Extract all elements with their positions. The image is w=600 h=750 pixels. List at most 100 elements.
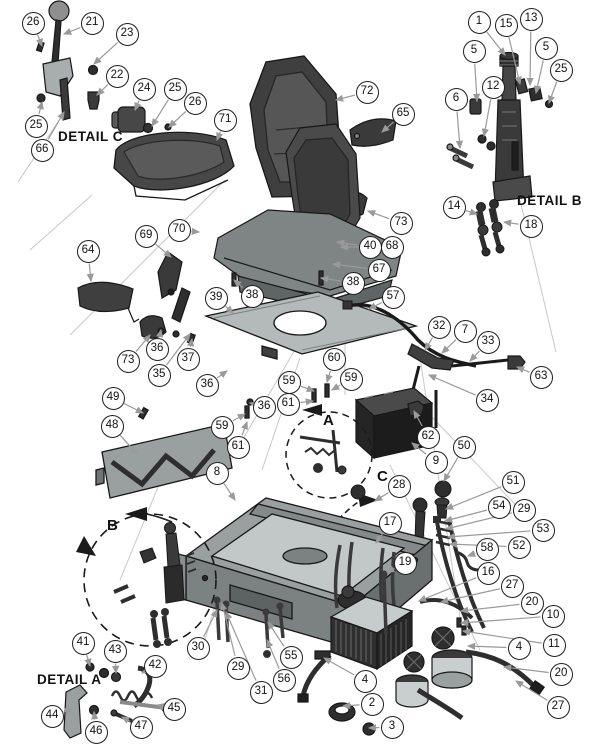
callout-balloon-59: 59 <box>210 415 234 439</box>
callout-balloon-44: 44 <box>40 704 64 728</box>
leader-line-47 <box>120 716 131 724</box>
callout-balloon-41: 41 <box>71 631 95 655</box>
leader-line-62 <box>413 409 423 427</box>
loose-bolts <box>213 570 388 658</box>
callout-balloon-1: 1 <box>467 10 491 34</box>
callout-balloon-51: 51 <box>501 470 525 494</box>
view-b-label: B <box>107 517 118 534</box>
leader-line-63 <box>515 366 530 374</box>
callout-balloon-70: 70 <box>167 218 191 242</box>
view-b-region <box>76 507 217 648</box>
callout-balloon-20: 20 <box>549 662 573 686</box>
callout-balloon-16: 16 <box>476 561 500 585</box>
callout-balloon-26: 26 <box>183 91 207 115</box>
leader-line-44 <box>63 707 74 715</box>
leader-line-34 <box>427 374 476 396</box>
leader-line-55 <box>267 620 285 647</box>
leader-line-20 <box>459 603 520 614</box>
callout-balloon-7: 7 <box>453 319 477 343</box>
callout-balloon-48: 48 <box>100 414 124 438</box>
leader-line-13 <box>526 31 534 87</box>
leader-line-42 <box>140 666 151 674</box>
callout-balloon-65: 65 <box>391 102 415 126</box>
leader-line-36 <box>216 370 228 379</box>
callout-balloon-3: 3 <box>380 715 404 739</box>
leader-line-1 <box>486 31 506 56</box>
callout-balloon-29: 29 <box>226 656 250 680</box>
leader-line-39 <box>224 305 234 314</box>
leader-line-27 <box>439 588 500 604</box>
callout-balloon-11: 11 <box>542 633 566 657</box>
leader-line-25 <box>548 81 558 105</box>
callout-balloon-9: 9 <box>424 450 448 474</box>
callout-balloon-15: 15 <box>494 13 518 37</box>
detail-a-label: DETAIL A <box>37 672 102 687</box>
leader-line-37 <box>187 337 195 347</box>
callout-balloon-54: 54 <box>487 495 511 519</box>
leader-line-57 <box>367 302 383 310</box>
leader-line-58 <box>466 550 477 557</box>
leader-line-65 <box>381 121 394 133</box>
leader-line-2 <box>341 701 360 710</box>
callout-balloon-68: 68 <box>380 235 404 259</box>
leader-line-59 <box>232 413 247 422</box>
callout-balloon-5: 5 <box>462 39 486 63</box>
callout-balloon-24: 24 <box>132 77 156 101</box>
callout-balloon-17: 17 <box>378 511 402 535</box>
callout-balloon-40: 40 <box>358 235 382 259</box>
leader-line-8 <box>223 483 236 501</box>
callout-balloon-55: 55 <box>279 645 303 669</box>
leader-line-25 <box>151 99 169 128</box>
leader-line-21 <box>62 27 81 35</box>
leader-line-61 <box>300 398 315 406</box>
callout-balloon-4: 4 <box>507 636 531 660</box>
leader-line-11 <box>461 628 542 644</box>
leader-line-6 <box>455 111 464 150</box>
callout-balloon-8: 8 <box>205 461 229 485</box>
callout-balloon-45: 45 <box>162 697 186 721</box>
leader-line-9 <box>411 442 427 455</box>
callout-balloon-46: 46 <box>84 720 108 744</box>
seat-cushion <box>113 131 235 201</box>
callout-balloon-59: 59 <box>277 370 301 394</box>
callout-balloon-66: 66 <box>30 138 54 162</box>
leader-line-4 <box>322 657 355 676</box>
leader-line-51 <box>444 486 502 510</box>
leader-line-73 <box>366 210 390 220</box>
leader-line-40 <box>335 239 358 247</box>
detail-b-label: DETAIL B <box>517 193 583 208</box>
callout-balloon-33: 33 <box>476 330 500 354</box>
leader-line-17 <box>375 532 384 544</box>
callout-balloon-47: 47 <box>129 715 153 739</box>
suspension-column <box>446 51 554 202</box>
air-system <box>297 598 546 736</box>
leader-line-20 <box>502 664 549 674</box>
leader-line-70 <box>191 227 201 235</box>
callout-balloon-34: 34 <box>475 388 499 412</box>
callout-balloon-67: 67 <box>367 258 391 282</box>
leader-line-19 <box>385 565 396 573</box>
leader-line-46 <box>91 710 99 720</box>
callout-balloon-71: 71 <box>213 108 237 132</box>
callout-balloon-58: 58 <box>475 537 499 561</box>
leader-line-69 <box>155 243 172 258</box>
callout-balloon-52: 52 <box>507 535 531 559</box>
spring-stack <box>412 480 480 572</box>
leader-line-64 <box>86 263 94 283</box>
callout-balloon-27: 27 <box>500 574 524 598</box>
leader-line-56 <box>266 638 280 669</box>
view-a-label: A <box>323 412 334 429</box>
leader-line-18 <box>502 219 519 227</box>
callout-balloon-25: 25 <box>163 77 187 101</box>
callout-balloon-26: 26 <box>21 11 45 35</box>
leader-line-26 <box>36 34 43 48</box>
callout-balloon-31: 31 <box>249 680 273 704</box>
callout-balloon-14: 14 <box>442 195 466 219</box>
leader-line-53 <box>446 530 531 541</box>
leader-line-23 <box>93 41 119 65</box>
leader-line-7 <box>441 339 457 354</box>
callout-balloon-25: 25 <box>24 114 48 138</box>
callout-balloon-29: 29 <box>512 498 536 522</box>
leader-line-28 <box>373 492 389 502</box>
callout-balloon-20: 20 <box>520 591 544 615</box>
